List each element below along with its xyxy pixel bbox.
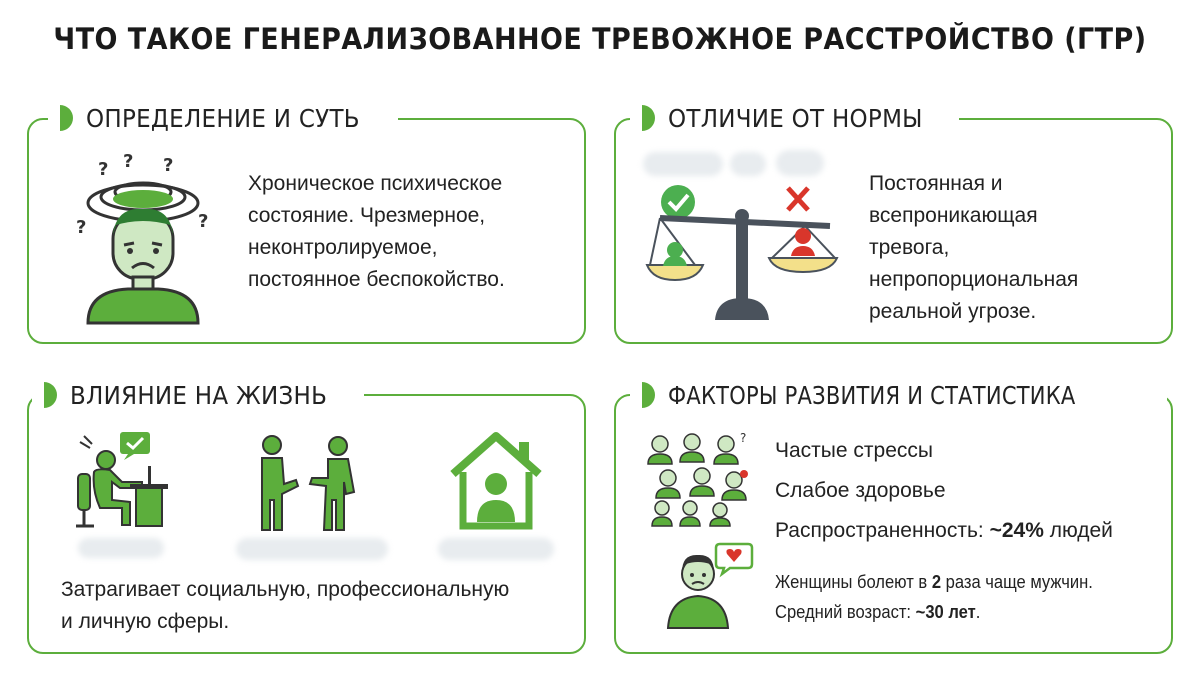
factors-heading-text: ФАКТОРЫ РАЗВИТИЯ И СТАТИСТИКА (668, 380, 1076, 410)
factor-item: Частые стрессы (775, 439, 933, 462)
blurred-area (776, 150, 824, 176)
impact-line: и личную сферы. (61, 610, 230, 633)
women-stat: Женщины болеют в 2 раза чаще мужчин. (775, 567, 1093, 597)
balance-scale-icon (645, 185, 839, 320)
prevalence-value: ~24% (989, 519, 1044, 542)
definition-line: состояние. Чрезмерное, (248, 204, 486, 227)
work-desk-icon (76, 432, 168, 528)
blurred-area (730, 152, 766, 176)
difference-line: непропорциональная (869, 268, 1079, 291)
svg-text:?: ? (76, 217, 86, 238)
prevalence-suffix: людей (1043, 519, 1113, 542)
age-value: ~30 лет (915, 602, 976, 622)
definition-heading-text: ОПРЕДЕЛЕНИЕ И СУТЬ (86, 103, 360, 133)
page-title: ЧТО ТАКОЕ ГЕНЕРАЛИЗОВАННОЕ ТРЕВОЖНОЕ РАС… (53, 22, 1147, 56)
blurred-area (438, 538, 554, 560)
difference-line: тревога, (869, 236, 950, 259)
svg-text:?: ? (740, 431, 746, 445)
half-circle-icon (44, 382, 57, 408)
women-prefix: Женщины болеют в (775, 572, 932, 592)
age-stat: Средний возраст: ~30 лет. (775, 597, 1093, 627)
difference-line: реальной угрозе. (869, 300, 1037, 323)
sad-person-heart-icon (666, 542, 754, 629)
svg-text:?: ? (123, 151, 133, 172)
women-suffix: раза чаще мужчин. (941, 572, 1093, 592)
svg-text:?: ? (163, 155, 173, 176)
people-talking-icon (261, 435, 356, 531)
women-value: 2 (931, 572, 942, 592)
impact-heading: ВЛИЯНИЕ НА ЖИЗНЬ (32, 375, 364, 415)
half-circle-icon (60, 105, 73, 131)
difference-heading-text: ОТЛИЧИЕ ОТ НОРМЫ (668, 103, 923, 133)
stressed-person-icon: ? ? ? ? ? (76, 151, 208, 325)
half-circle-icon (642, 382, 655, 408)
blurred-area (236, 538, 388, 560)
definition-text: Хроническое психическое состояние. Чрезм… (248, 168, 505, 296)
definition-heading: ОПРЕДЕЛЕНИЕ И СУТЬ (48, 98, 398, 138)
difference-line: Постоянная и (869, 172, 1003, 195)
definition-line: Хроническое психическое (248, 172, 503, 195)
factors-heading: ФАКТОРЫ РАЗВИТИЯ И СТАТИСТИКА (630, 375, 1168, 415)
definition-line: постоянное беспокойство. (248, 268, 505, 291)
home-icon (450, 432, 542, 530)
difference-line: всепроникающая (869, 204, 1038, 227)
prevalence-label: Распространенность: (775, 519, 990, 542)
prevalence-stat: Распространенность: ~24% людей (775, 515, 1121, 567)
impact-heading-text: ВЛИЯНИЕ НА ЖИЗНЬ (70, 380, 328, 410)
stressed-group-icon: ? (647, 431, 748, 527)
blurred-area (78, 538, 164, 558)
impact-text: Затрагивает социальную, профессиональную… (61, 574, 509, 638)
difference-heading: ОТЛИЧИЕ ОТ НОРМЫ (630, 98, 959, 138)
blurred-area (643, 152, 723, 176)
half-circle-icon (642, 105, 655, 131)
svg-text:?: ? (98, 159, 108, 180)
difference-text: Постоянная и всепроникающая тревога, неп… (869, 168, 1078, 328)
definition-line: неконтролируемое, (248, 236, 438, 259)
factor-item: Слабое здоровье (775, 479, 946, 502)
age-suffix: . (975, 602, 981, 622)
age-label: Средний возраст: (775, 602, 916, 622)
impact-line: Затрагивает социальную, профессиональную (61, 578, 510, 601)
svg-text:?: ? (198, 211, 208, 232)
factors-list: Частые стрессы Слабое здоровье Распростр… (775, 435, 1121, 627)
